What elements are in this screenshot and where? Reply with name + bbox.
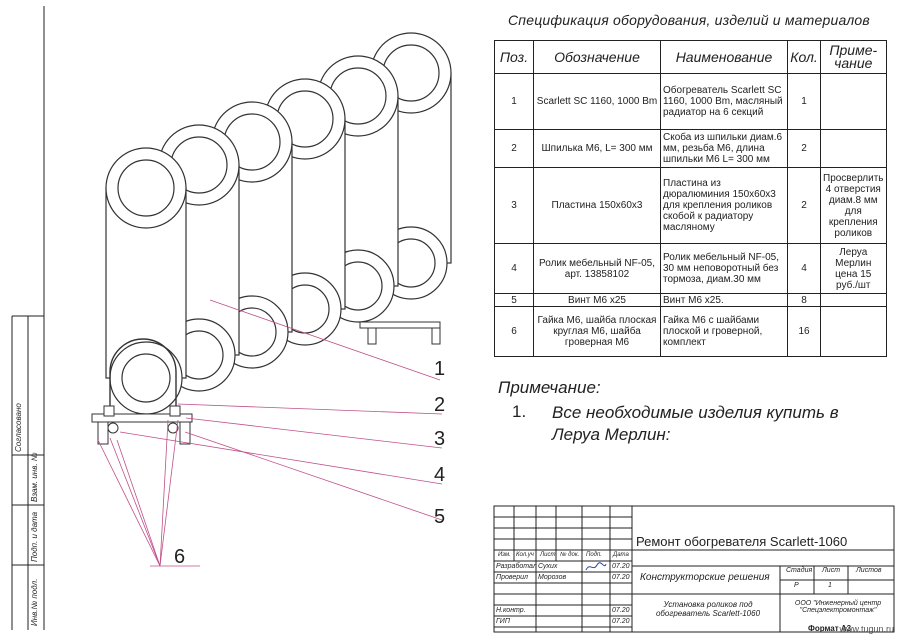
tb-col-izm: Изм. xyxy=(498,552,511,558)
tb-sheet-h: Лист xyxy=(822,567,841,574)
row-qty: 16 xyxy=(787,306,821,357)
row-note xyxy=(820,73,887,130)
radiator-sections xyxy=(105,32,452,415)
row-pos: 3 xyxy=(494,167,534,244)
tb-sheet-title: Установка роликов под обогреватель Scarl… xyxy=(655,600,761,618)
row-designation: Винт М6 х25 xyxy=(533,293,661,307)
tb-col-list: Лист xyxy=(540,552,556,558)
tb-section: Конструкторские решения xyxy=(640,572,770,583)
tb-org: ООО "Инженерный центр "Спецэлектромонтаж… xyxy=(794,600,882,614)
leader-lines xyxy=(97,299,443,567)
side-sign-date: Подп. и дата xyxy=(30,511,39,562)
clamp-rod xyxy=(109,338,177,410)
callout-3: 3 xyxy=(434,428,446,450)
row-qty: 1 xyxy=(787,73,821,130)
table-row: 4 Ролик мебельный NF-05, арт. 13858102 Р… xyxy=(494,243,887,294)
callout-1: 1 xyxy=(434,358,446,380)
side-inv-orig: Инв.№ подл. xyxy=(30,578,39,626)
row-designation: Шпилька М6, L= 300 мм xyxy=(533,129,661,168)
row-pos: 1 xyxy=(494,73,534,130)
row-note xyxy=(820,306,887,357)
tb-name2: Морозов xyxy=(538,574,567,581)
tb-name1: Сухих xyxy=(538,563,558,570)
tb-stage: Р xyxy=(794,582,799,589)
tb-col-sign: Подп. xyxy=(586,552,602,558)
header-pos: Поз. xyxy=(494,40,534,74)
callout-2: 2 xyxy=(434,394,446,416)
row-note: Просверлить 4 отверстия диам.8 мм для кр… xyxy=(820,167,887,244)
side-inv-sub: Взам. инв. № xyxy=(30,452,39,502)
row-name: Ролик мебельный NF-05, 30 мм неповоротны… xyxy=(660,243,788,294)
callout-5: 5 xyxy=(434,506,446,528)
note-text: Все необходимые изделия купить в Леруа М… xyxy=(552,403,839,444)
row-name: Гайка М6 с шайбами плоской и гроверной, … xyxy=(660,306,788,357)
row-note: Леруа Мерлин цена 15 руб./шт xyxy=(820,243,887,294)
row-name: Обогреватель Scarlett SC 1160, 1000 Bm, … xyxy=(660,73,788,130)
tb-col-kol: Кол.уч xyxy=(516,552,534,558)
row-qty: 8 xyxy=(787,293,821,307)
row-note xyxy=(820,129,887,168)
tb-role3: Н.контр. xyxy=(496,607,526,614)
note-number: 1. xyxy=(512,402,527,421)
row-name: Винт М6 х25. xyxy=(660,293,788,307)
table-row: 6 Гайка М6, шайба плоская круглая М6, ша… xyxy=(494,306,887,357)
signature-icon xyxy=(585,562,607,571)
tb-role1: Разработал xyxy=(496,563,537,570)
tb-project: Ремонт обогревателя Scarlett-1060 xyxy=(636,534,848,549)
tb-col-date: Дата xyxy=(613,552,629,558)
spec-table: Поз. Обозначение Наименование Кол. Приме… xyxy=(494,40,887,357)
sheet-format: Формат А3 xyxy=(808,624,852,633)
header-note: Приме-чание xyxy=(820,40,887,74)
radiator-section xyxy=(105,147,187,415)
row-designation: Пластина 150х60х3 xyxy=(533,167,661,244)
row-designation: Гайка М6, шайба плоская круглая М6, шайб… xyxy=(533,306,661,357)
row-designation: Ролик мебельный NF-05, арт. 13858102 xyxy=(533,243,661,294)
tb-sheet: 1 xyxy=(828,582,832,589)
tb-date1: 07.20 xyxy=(612,563,630,570)
tb-date4: 07.20 xyxy=(612,618,630,625)
watermark: www.tugun.ru xyxy=(839,624,894,634)
tb-sheets-h: Листов xyxy=(856,567,882,574)
row-pos: 4 xyxy=(494,243,534,294)
tb-col-doc: № док. xyxy=(560,552,580,558)
row-designation: Scarlett SC 1160, 1000 Bm xyxy=(533,73,661,130)
note-heading: Примечание: xyxy=(498,378,601,397)
spec-title: Спецификация оборудования, изделий и мат… xyxy=(508,12,870,28)
row-qty: 2 xyxy=(787,167,821,244)
row-name: Скоба из шпильки диам.6 мм, резьба М6, д… xyxy=(660,129,788,168)
table-row: 2 Шпилька М6, L= 300 мм Скоба из шпильки… xyxy=(494,129,887,168)
table-row: 3 Пластина 150х60х3 Пластина из дюралюми… xyxy=(494,167,887,244)
row-pos: 6 xyxy=(494,306,534,357)
side-agreed: Согласовано xyxy=(14,403,23,452)
tb-date2: 07.20 xyxy=(612,574,630,581)
title-block-grid xyxy=(493,505,895,633)
roller-assembly xyxy=(91,321,441,445)
row-pos: 2 xyxy=(494,129,534,168)
row-qty: 4 xyxy=(787,243,821,294)
tb-date3: 07.20 xyxy=(612,607,630,614)
row-pos: 5 xyxy=(494,293,534,307)
tb-role4: ГИП xyxy=(496,618,510,625)
tb-stage-h: Стадия xyxy=(786,567,813,574)
callout-4: 4 xyxy=(434,464,446,486)
row-qty: 2 xyxy=(787,129,821,168)
spec-header-row: Поз. Обозначение Наименование Кол. Приме… xyxy=(494,40,887,74)
header-name: Наименование xyxy=(660,40,788,74)
header-qty: Кол. xyxy=(787,40,821,74)
tb-role2: Проверил xyxy=(496,574,528,581)
table-row: 1 Scarlett SC 1160, 1000 Bm Обогреватель… xyxy=(494,73,887,130)
row-name: Пластина из дюралюминия 150х60х3 для кре… xyxy=(660,167,788,244)
table-row: 5 Винт М6 х25 Винт М6 х25. 8 xyxy=(494,293,887,307)
row-note xyxy=(820,293,887,307)
callout-6: 6 xyxy=(174,546,186,568)
header-designation: Обозначение xyxy=(533,40,661,74)
